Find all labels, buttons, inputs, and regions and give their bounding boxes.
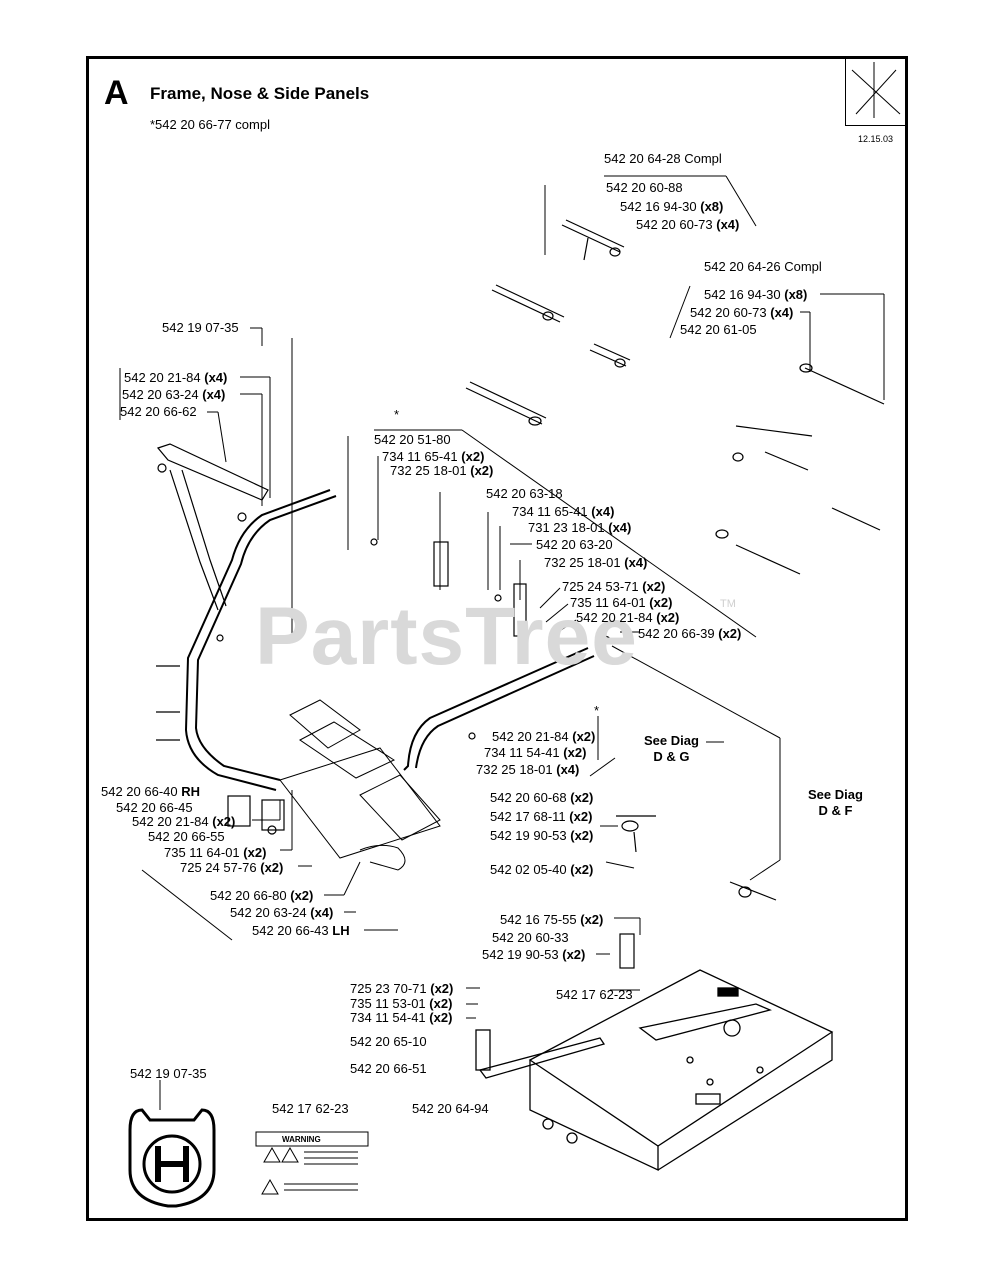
part-callout[interactable]: 542 20 21-84 (x2) [576,610,680,625]
part-callout[interactable]: 542 20 51-80 [374,432,451,447]
part-callout[interactable]: 542 20 66-51 [350,1061,427,1076]
part-callout[interactable]: 725 24 57-76 (x2) [180,860,284,875]
part-callout[interactable]: 735 11 64-01 (x2) [570,595,673,610]
part-callout[interactable]: 732 25 18-01 (x4) [544,555,648,570]
pivot-parts [616,815,777,969]
part-callout[interactable]: 542 16 94-30 (x8) [704,287,808,302]
part-callout[interactable]: 542 20 21-84 (x2) [492,729,596,744]
part-callout[interactable]: 542 16 75-55 (x2) [500,912,604,927]
part-callout[interactable]: 542 20 64-28 Compl [604,151,722,166]
rod-assembly-right [715,363,885,575]
mid-brackets [370,538,611,740]
decal-header: WARNING [282,1135,321,1144]
part-callout[interactable]: 542 16 94-30 (x8) [620,199,724,214]
part-callout[interactable]: 542 17 62-23 [556,987,633,1002]
part-callout[interactable]: 732 25 18-01 (x2) [390,463,494,478]
watermark-trademark: TM [720,598,736,610]
part-callout[interactable]: 542 19 90-53 (x2) [490,828,594,843]
part-callout[interactable]: 542 19 90-53 (x2) [482,947,586,962]
asterisk-marker: * [594,703,600,718]
rod-assembly-upper [465,219,631,426]
part-callout[interactable]: 542 20 60-73 (x4) [636,217,740,232]
part-callout[interactable]: 542 20 64-26 Compl [704,259,822,274]
chassis-plate [475,969,834,1172]
part-callout[interactable]: 542 20 63-18 [486,486,563,501]
part-callout[interactable]: 542 02 05-40 (x2) [490,862,594,877]
part-callout[interactable]: 725 23 70-71 (x2) [350,981,454,996]
part-callout[interactable]: 542 20 63-24 (x4) [230,905,334,920]
part-callout[interactable]: 542 20 66-80 (x2) [210,888,314,903]
part-callout[interactable]: 542 19 07-35 [162,320,239,335]
part-callout[interactable]: 542 20 21-84 (x2) [132,814,236,829]
orientation-box [845,58,907,126]
part-callout[interactable]: 731 23 18-01 (x4) [528,520,632,535]
part-callout[interactable]: 734 11 54-41 (x2) [484,745,587,760]
part-callout[interactable]: 542 19 07-35 [130,1066,207,1081]
left-bracket [156,443,269,642]
brand-logo [128,1108,216,1208]
part-callout[interactable]: 542 20 60-88 [606,180,683,195]
part-callout[interactable]: 735 11 53-01 (x2) [350,996,453,1011]
part-callout[interactable]: 542 20 61-05 [680,322,757,337]
part-callout[interactable]: 734 11 65-41 (x2) [382,449,485,464]
frame-tube [184,489,595,791]
page-title: Frame, Nose & Side Panels [150,84,370,103]
part-callout[interactable]: 542 20 66-45 [116,800,193,815]
part-callout[interactable]: 542 20 63-20 [536,537,613,552]
part-callout[interactable]: 542 17 62-23 [272,1101,349,1116]
part-callout[interactable]: 542 20 64-94 [412,1101,489,1116]
part-callout[interactable]: 542 20 66-62 [120,404,197,419]
orientation-icon [851,62,901,118]
part-callout[interactable]: 542 20 66-43 LH [252,923,350,938]
part-callout[interactable]: 542 20 63-24 (x4) [122,387,226,402]
nose-panel [279,699,441,871]
part-callout[interactable]: 725 24 53-71 (x2) [562,579,666,594]
asterisk-marker: * [394,407,400,422]
part-callout[interactable]: 542 20 60-33 [492,930,569,945]
part-callout[interactable]: 734 11 65-41 (x4) [512,504,615,519]
diagram-frame [86,56,908,1221]
watermark: PartsTree [255,591,638,682]
part-callout[interactable]: 734 11 54-41 (x2) [350,1010,453,1025]
date-code: 12.15.03 [858,134,894,144]
part-callout[interactable]: 542 20 65-10 [350,1034,427,1049]
part-callout[interactable]: 542 17 68-11 (x2) [490,809,593,824]
part-callout[interactable]: 542 20 21-84 (x4) [124,370,228,385]
part-callout[interactable]: 542 20 66-40 RH [101,784,201,799]
part-callout[interactable]: 542 20 66-55 [148,829,225,844]
section-letter: A [104,74,129,112]
left-hardware [156,665,285,835]
page-subtitle: *542 20 66-77 compl [150,117,270,132]
part-callout[interactable]: 542 20 66-39 (x2) [638,626,742,641]
part-callout[interactable]: 735 11 64-01 (x2) [164,845,267,860]
warning-decal [255,1131,369,1195]
part-callout[interactable]: 732 25 18-01 (x4) [476,762,580,777]
part-callout[interactable]: 542 20 60-68 (x2) [490,790,594,805]
part-callout[interactable]: 542 20 60-73 (x4) [690,305,794,320]
